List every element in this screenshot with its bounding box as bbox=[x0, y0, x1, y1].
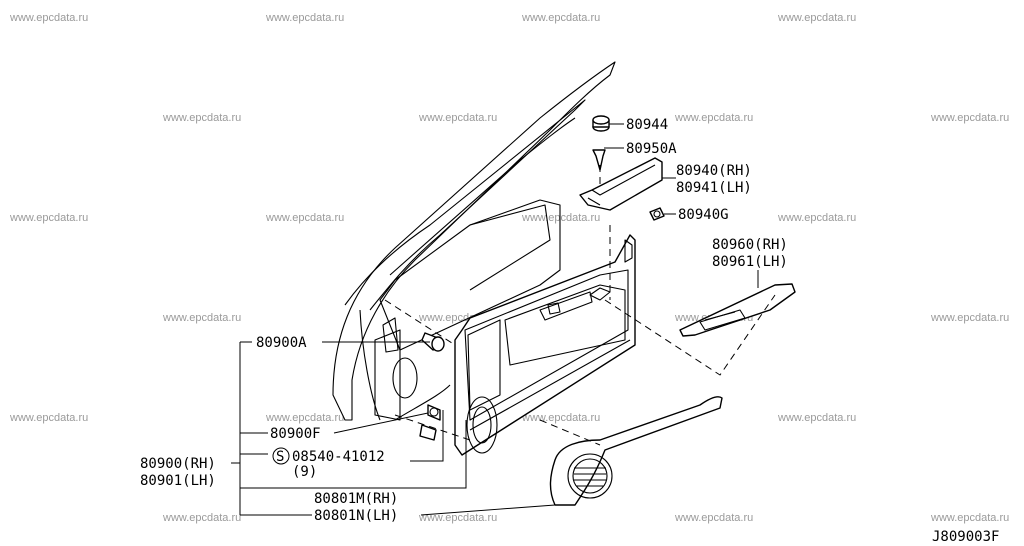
watermark-text: www.epcdata.ru bbox=[9, 12, 88, 24]
label-80900f: 80900F bbox=[270, 426, 321, 442]
watermark-text: www.epcdata.ru bbox=[418, 112, 497, 124]
label-80900-rh: 80900(RH) bbox=[140, 456, 216, 472]
watermark-text: www.epcdata.ru bbox=[930, 512, 1009, 524]
leader-lines bbox=[231, 123, 759, 516]
clip-80940g bbox=[649, 207, 665, 221]
label-screw-qty: (9) bbox=[292, 464, 317, 480]
watermark-text: www.epcdata.ru bbox=[674, 112, 753, 124]
diagram-reference: J809003F bbox=[932, 529, 999, 545]
watermark-layer: www.epcdata.ru www.epcdata.ru www.epcdata.… bbox=[9, 12, 1009, 524]
label-80941-lh: 80941(LH) bbox=[676, 180, 752, 196]
watermark-text: www.epcdata.ru bbox=[521, 12, 600, 24]
watermark-text: www.epcdata.ru bbox=[930, 112, 1009, 124]
door-frame bbox=[332, 61, 616, 421]
label-80940g: 80940G bbox=[678, 207, 729, 223]
label-80961-lh: 80961(LH) bbox=[712, 254, 788, 270]
watermark-text: www.epcdata.ru bbox=[265, 12, 344, 24]
label-80901-lh: 80901(LH) bbox=[140, 473, 216, 489]
watermark-text: www.epcdata.ru bbox=[674, 512, 753, 524]
label-80944: 80944 bbox=[626, 117, 668, 133]
label-80950a: 80950A bbox=[626, 141, 677, 157]
watermark-text: www.epcdata.ru bbox=[777, 412, 856, 424]
clip-80944 bbox=[592, 115, 610, 132]
upper-finisher bbox=[579, 157, 663, 211]
label-80801m-rh: 80801M(RH) bbox=[314, 491, 398, 507]
watermark-text: www.epcdata.ru bbox=[162, 312, 241, 324]
watermark-text: www.epcdata.ru bbox=[265, 412, 344, 424]
watermark-text: www.epcdata.ru bbox=[777, 12, 856, 24]
screw-symbol: S bbox=[276, 449, 284, 465]
part-labels: 80944 80950A 80940(RH) 80941(LH) 80940G … bbox=[140, 117, 788, 524]
screw-80950a bbox=[592, 149, 606, 171]
door-pocket bbox=[549, 396, 723, 506]
watermark-text: www.epcdata.ru bbox=[9, 412, 88, 424]
fastener-80900a bbox=[421, 332, 445, 352]
label-80960-rh: 80960(RH) bbox=[712, 237, 788, 253]
screw-08540 bbox=[419, 424, 437, 441]
watermark-text: www.epcdata.ru bbox=[9, 212, 88, 224]
watermark-text: www.epcdata.ru bbox=[521, 212, 600, 224]
watermark-text: www.epcdata.ru bbox=[162, 112, 241, 124]
watermark-text: www.epcdata.ru bbox=[930, 312, 1009, 324]
watermark-text: www.epcdata.ru bbox=[162, 512, 241, 524]
watermark-text: www.epcdata.ru bbox=[777, 212, 856, 224]
armrest-finisher bbox=[679, 283, 796, 337]
door-trim-panel bbox=[454, 234, 636, 456]
label-80940-rh: 80940(RH) bbox=[676, 163, 752, 179]
label-80801n-lh: 80801N(LH) bbox=[314, 508, 398, 524]
label-80900a: 80900A bbox=[256, 335, 307, 351]
label-08540-41012: 08540-41012 bbox=[292, 449, 385, 465]
watermark-text: www.epcdata.ru bbox=[521, 412, 600, 424]
screw-symbol-circle bbox=[272, 447, 290, 465]
assembly-lines bbox=[384, 165, 776, 446]
fastener-80900f bbox=[427, 404, 441, 421]
watermark-text: www.epcdata.ru bbox=[265, 212, 344, 224]
watermark-text: www.epcdata.ru bbox=[418, 512, 497, 524]
